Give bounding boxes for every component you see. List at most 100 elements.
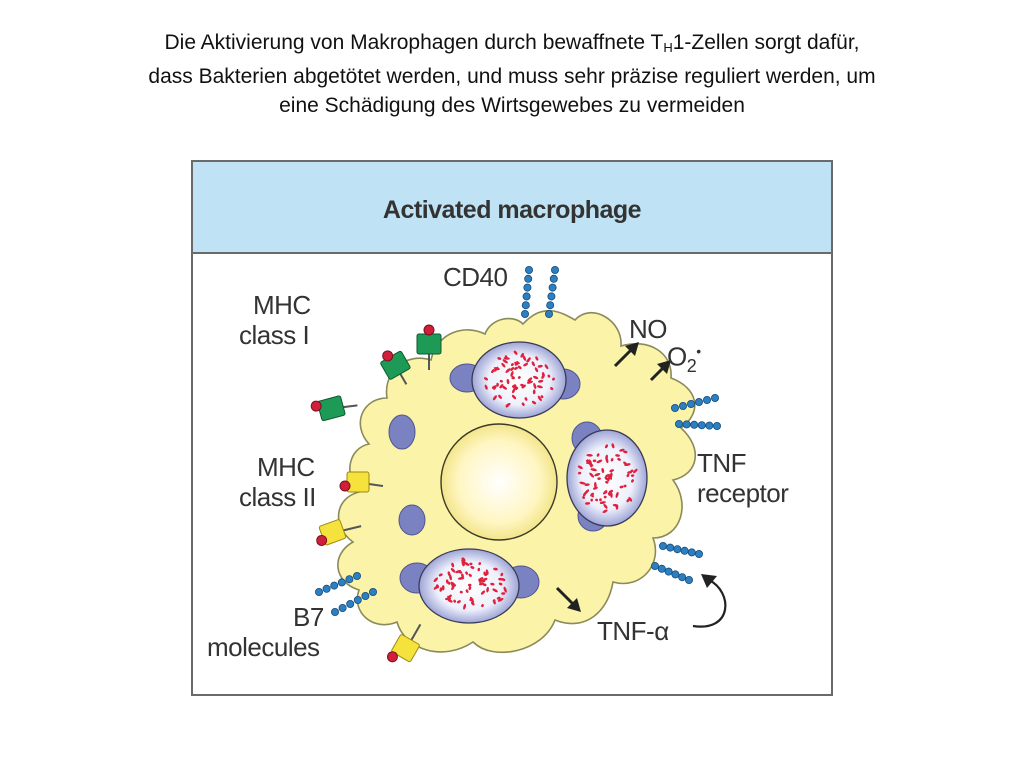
bacterium [465,589,469,593]
bacterium [527,357,531,362]
bacterium [611,443,615,449]
receptor-chains [315,266,722,616]
bacterium [503,586,507,593]
bacterium [433,585,439,590]
bacterium [601,468,605,473]
bacterium [520,352,524,358]
bacterium [531,361,535,367]
no-arrow [613,342,639,368]
bacterium [471,601,475,606]
bacteria-cluster [484,350,555,408]
mhc-class-1-label: MHC class I [239,290,311,350]
bacterium [590,468,597,472]
bacterium [490,582,495,586]
bacterium [595,498,599,502]
bacterium [456,600,461,604]
bacterium [500,572,504,577]
bacterium [533,375,539,380]
tnf-alpha-label: TNF-α [597,616,669,646]
bacterium [511,394,517,400]
mhc-class-2-molecule [386,623,422,663]
bacterium [602,509,608,514]
bacterium [447,595,451,602]
cd40-label: CD40 [443,262,508,292]
bacterium [510,363,514,367]
bacterium [469,562,473,566]
bacterium [603,495,607,499]
bacterium [550,387,554,391]
bacterium [501,385,508,390]
mhc-class-2-molecule [316,519,362,546]
bacterium [449,574,452,581]
bacterium [521,384,526,389]
bacterium [626,498,630,503]
bacterium [445,579,449,584]
bacterium [599,498,602,502]
bacterium [484,384,488,390]
bacterium [498,582,503,586]
bacterium [623,484,627,488]
bacteria-cluster [577,443,638,514]
bacterium [604,490,608,494]
bacterium [497,598,504,602]
bacterium [524,397,528,401]
bacterium [585,459,589,463]
bacterium [492,588,498,593]
lysosome [388,414,416,450]
bacterium [506,379,510,385]
bacterium [464,562,470,566]
bacterium [526,380,533,384]
bacterium [577,465,583,470]
bacterium [451,562,455,568]
bacterium [491,369,495,374]
mhc-class-2-molecule [339,471,384,493]
bacterium [617,457,621,461]
bacterium [608,489,614,494]
bacterium [498,394,502,399]
bacterium [505,404,509,408]
bacterium [501,578,506,582]
bacterium [536,385,543,389]
mhc-class-2-label: MHC class II [239,452,316,512]
bacterium [501,592,506,595]
cd40-molecule [544,266,559,318]
bacterium [609,472,613,479]
bacterium [450,567,456,573]
bacterium [481,604,484,608]
bacterium [582,496,586,499]
bacterium [597,477,601,480]
mhc-class-1-molecule [380,350,411,385]
bacterium [468,585,472,591]
bacterium [579,481,586,485]
bacterium [477,567,481,572]
bacterium [552,377,555,381]
bacterium [610,492,613,498]
bacterium [584,483,590,487]
bacterium [533,382,537,390]
bacterium [510,371,514,377]
bacterium [461,573,464,579]
bacterium [623,450,628,454]
bacterium [433,577,438,582]
bacterium [540,395,544,399]
bacteria-cluster [433,557,507,610]
bacterium [596,453,600,457]
bacterium [631,479,634,483]
b7-molecules-label: B7 molecules [207,602,324,662]
mhc-class-1-molecule [310,395,358,422]
bacterium [505,368,511,373]
bacterium [470,566,475,569]
bacterium [584,489,590,495]
bacterium [467,583,472,587]
bacterium [537,364,543,368]
bacterium [633,468,638,474]
bacterium [478,562,482,566]
b7-molecule [315,571,361,596]
bacterium [603,503,608,509]
bacterium [462,557,466,564]
tnf-receptor-label: TNF receptor [697,448,789,508]
figure-title: Activated macrophage [382,196,642,224]
tnf-receptor-molecule [674,419,722,430]
bacterium [513,385,517,389]
bacterium [453,599,457,603]
